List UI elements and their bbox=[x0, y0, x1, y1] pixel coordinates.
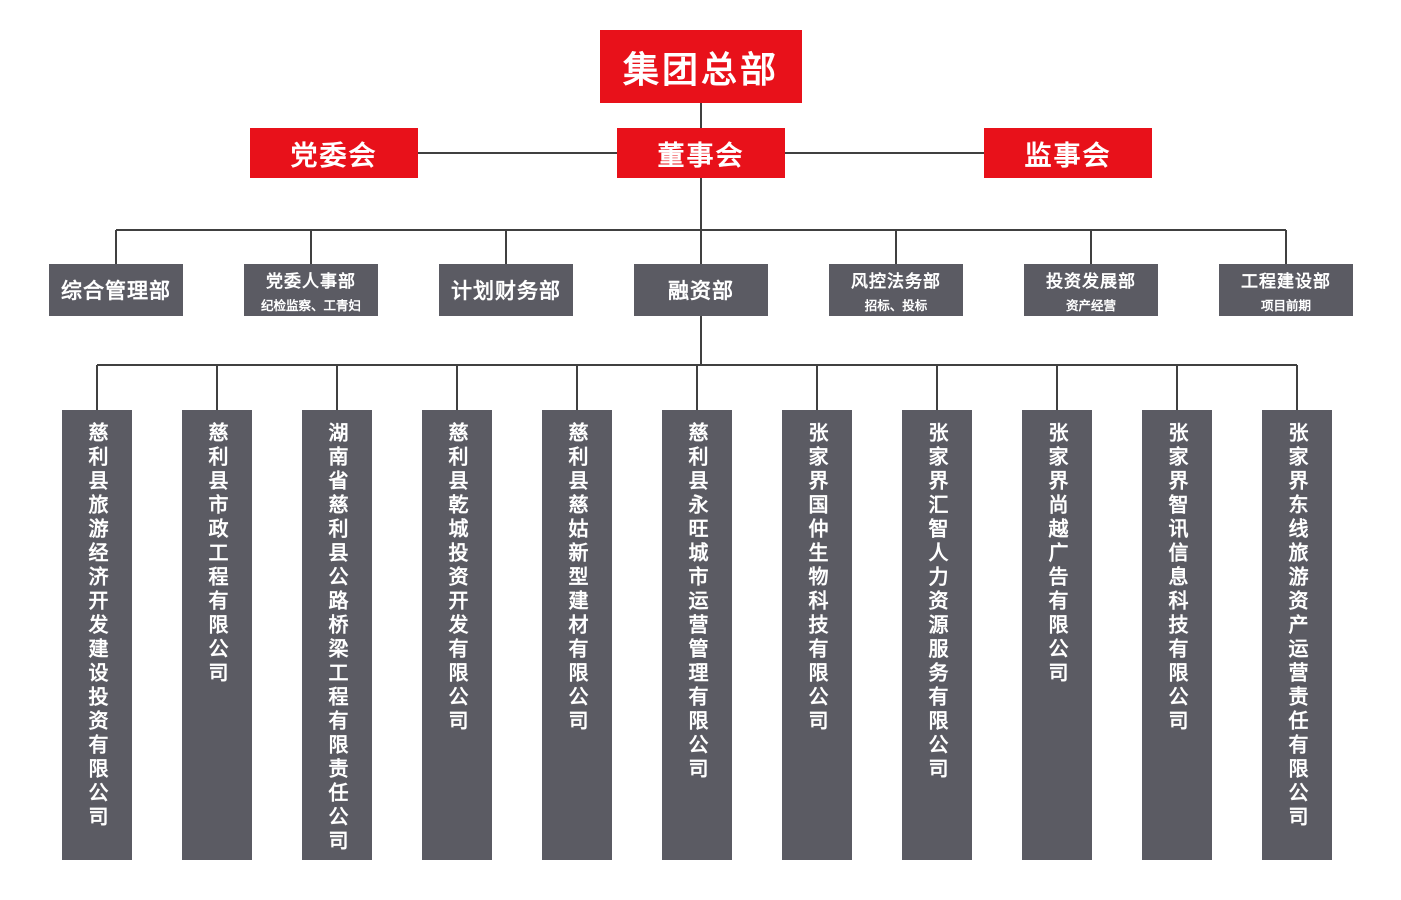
dept-label: 党委人事部 bbox=[266, 271, 356, 292]
subsidiary-node-7: 张家界国仲生物科技有限公司 bbox=[782, 410, 852, 860]
subsidiary-node-2: 慈利县市政工程有限公司 bbox=[182, 410, 252, 860]
subsidiary-name: 张家界汇智人力资源服务有限公司 bbox=[925, 422, 949, 782]
subsidiary-name: 慈利县乾城投资开发有限公司 bbox=[445, 422, 469, 734]
dept-label: 计划财务部 bbox=[451, 279, 561, 303]
subsidiary-node-8: 张家界汇智人力资源服务有限公司 bbox=[902, 410, 972, 860]
node-label: 监事会 bbox=[1024, 140, 1112, 172]
subsidiary-name: 张家界国仲生物科技有限公司 bbox=[805, 422, 829, 734]
dept-sublabel: 资产经营 bbox=[1065, 297, 1116, 313]
subsidiary-name: 张家界智讯信息科技有限公司 bbox=[1165, 422, 1189, 734]
dept-party-personnel: 党委人事部 纪检监察、工青妇 bbox=[244, 264, 378, 316]
subsidiary-node-9: 张家界尚越广告有限公司 bbox=[1022, 410, 1092, 860]
node-board-of-supervisors: 监事会 bbox=[984, 128, 1152, 178]
subsidiary-node-3: 湖南省慈利县公路桥梁工程有限责任公司 bbox=[302, 410, 372, 860]
dept-label: 综合管理部 bbox=[61, 279, 171, 303]
dept-sublabel: 项目前期 bbox=[1260, 297, 1311, 313]
node-board-of-directors: 董事会 bbox=[617, 128, 785, 178]
node-label: 集团总部 bbox=[622, 49, 779, 91]
dept-planning-finance: 计划财务部 bbox=[439, 264, 573, 316]
node-party-committee: 党委会 bbox=[250, 128, 418, 178]
subsidiary-name: 慈利县市政工程有限公司 bbox=[205, 422, 229, 686]
dept-sublabel: 纪检监察、工青妇 bbox=[260, 297, 361, 313]
dept-label: 风控法务部 bbox=[851, 271, 941, 292]
subsidiary-node-1: 慈利县旅游经济开发建设投资有限公司 bbox=[62, 410, 132, 860]
subsidiary-node-4: 慈利县乾城投资开发有限公司 bbox=[422, 410, 492, 860]
dept-general-management: 综合管理部 bbox=[49, 264, 183, 316]
subsidiary-name: 慈利县慈姑新型建材有限公司 bbox=[565, 422, 589, 734]
dept-engineering-construction: 工程建设部 项目前期 bbox=[1219, 264, 1353, 316]
subsidiary-name: 慈利县旅游经济开发建设投资有限公司 bbox=[85, 422, 109, 830]
dept-investment-development: 投资发展部 资产经营 bbox=[1024, 264, 1158, 316]
dept-label: 融资部 bbox=[668, 279, 734, 303]
subsidiary-name: 湖南省慈利县公路桥梁工程有限责任公司 bbox=[325, 422, 349, 854]
subsidiary-node-11: 张家界东线旅游资产运营责任有限公司 bbox=[1262, 410, 1332, 860]
dept-label: 工程建设部 bbox=[1241, 271, 1331, 292]
node-group-headquarters: 集团总部 bbox=[600, 30, 802, 103]
dept-label: 投资发展部 bbox=[1046, 271, 1136, 292]
dept-sublabel: 招标、投标 bbox=[864, 297, 928, 313]
node-label: 董事会 bbox=[657, 140, 745, 172]
node-label: 党委会 bbox=[290, 140, 378, 172]
subsidiary-name: 张家界东线旅游资产运营责任有限公司 bbox=[1285, 422, 1309, 830]
dept-risk-control-legal: 风控法务部 招标、投标 bbox=[829, 264, 963, 316]
subsidiary-node-6: 慈利县永旺城市运营管理有限公司 bbox=[662, 410, 732, 860]
dept-financing: 融资部 bbox=[634, 264, 768, 316]
subsidiary-name: 张家界尚越广告有限公司 bbox=[1045, 422, 1069, 686]
subsidiary-name: 慈利县永旺城市运营管理有限公司 bbox=[685, 422, 709, 782]
subsidiary-node-10: 张家界智讯信息科技有限公司 bbox=[1142, 410, 1212, 860]
subsidiary-node-5: 慈利县慈姑新型建材有限公司 bbox=[542, 410, 612, 860]
